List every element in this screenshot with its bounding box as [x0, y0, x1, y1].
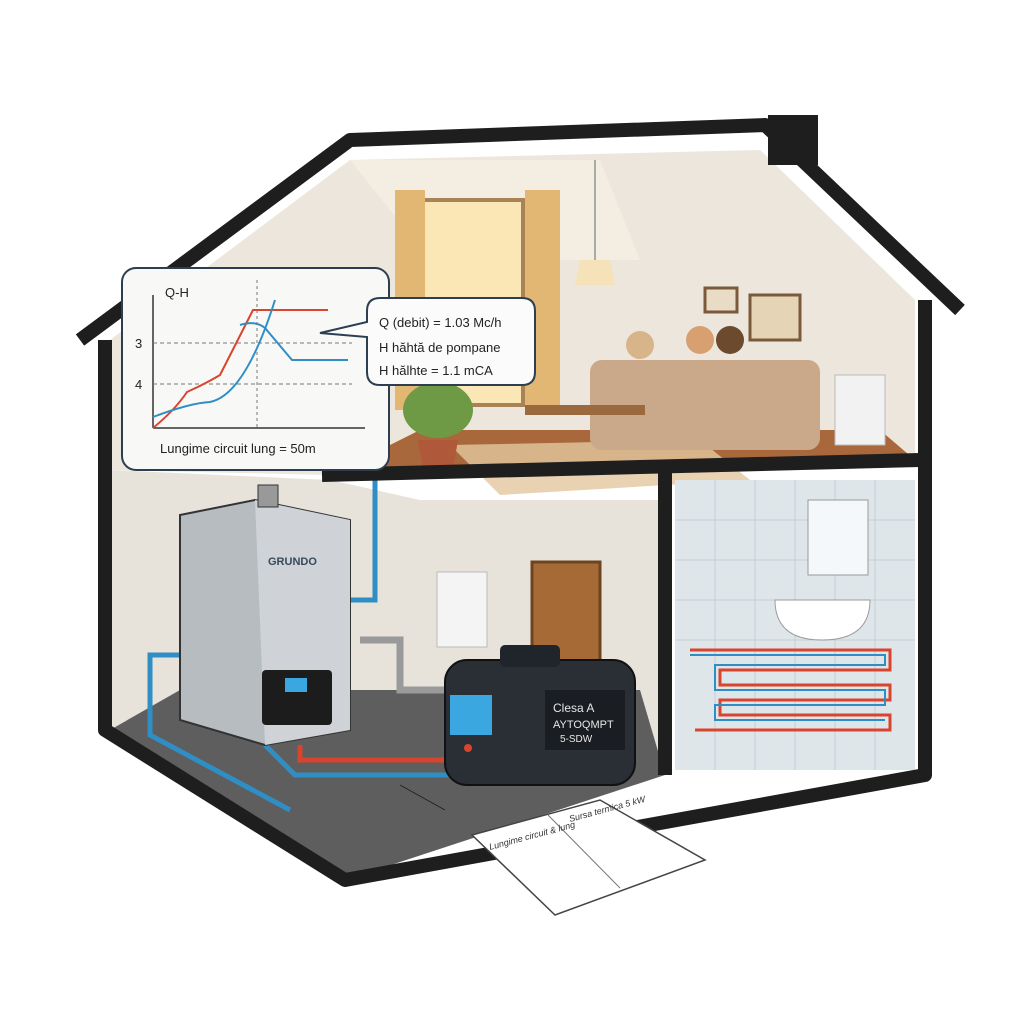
boiler-display: [285, 678, 307, 692]
boiler-flue: [257, 484, 279, 508]
callout-bubble: [319, 297, 536, 386]
plant: [403, 382, 473, 438]
coffee-table: [525, 405, 645, 415]
underfloor-heating-hot: [690, 648, 892, 732]
ceiling-lamp-icon: [575, 260, 615, 285]
pump-display: [450, 695, 492, 735]
arrow-line: [399, 784, 446, 811]
pump-handle: [500, 645, 560, 667]
gray-pipe: [360, 636, 455, 694]
boiler-brand: GRUNDO: [268, 556, 317, 568]
wall-picture: [703, 286, 739, 314]
pump-label-line1: Clesa A: [553, 701, 594, 715]
radiator: [436, 571, 488, 648]
callout-line3: H hălhte = 1.1 mCA: [379, 363, 493, 378]
y-tick-3: 3: [135, 336, 142, 351]
cold-pipe: [263, 743, 450, 778]
pump-label-line3: 5-SDW: [560, 734, 593, 745]
cold-pipe: [350, 470, 378, 603]
person: [716, 326, 744, 354]
qh-chart: Q-H 3 4 Lungime circuit lung = 50m: [135, 280, 365, 456]
pump-label-line2: AYTOQMPT: [553, 719, 614, 731]
cold-pipe: [147, 652, 292, 813]
boiler-control-panel: [262, 670, 332, 725]
notebook-spine: [547, 814, 621, 889]
red-curve: [152, 309, 328, 429]
house-outline: [75, 118, 965, 887]
pump-button: [464, 744, 472, 752]
mirror: [807, 499, 869, 576]
notebook: [470, 799, 707, 916]
qh-chart-panel: [121, 267, 390, 471]
sink: [774, 599, 871, 641]
wall-picture: [748, 293, 802, 342]
sofa: [590, 360, 820, 450]
radiator: [834, 374, 886, 446]
chart-title: Q-H: [165, 285, 189, 300]
callout-line2: H hăhtă de pompane: [379, 340, 500, 355]
person: [686, 326, 714, 354]
hot-pipe: [297, 745, 445, 763]
blue-curve: [152, 299, 276, 418]
y-tick-4: 4: [135, 377, 142, 392]
chimney: [768, 115, 818, 165]
callout-line1: Q (debit) = 1.03 Mc/h: [379, 315, 501, 330]
person: [626, 331, 654, 359]
x-axis-label: Lungime circuit lung = 50m: [160, 441, 316, 456]
blue-curve-2: [239, 322, 348, 361]
underfloor-heating-cold: [690, 654, 886, 721]
pump-label-plate: [545, 690, 625, 750]
